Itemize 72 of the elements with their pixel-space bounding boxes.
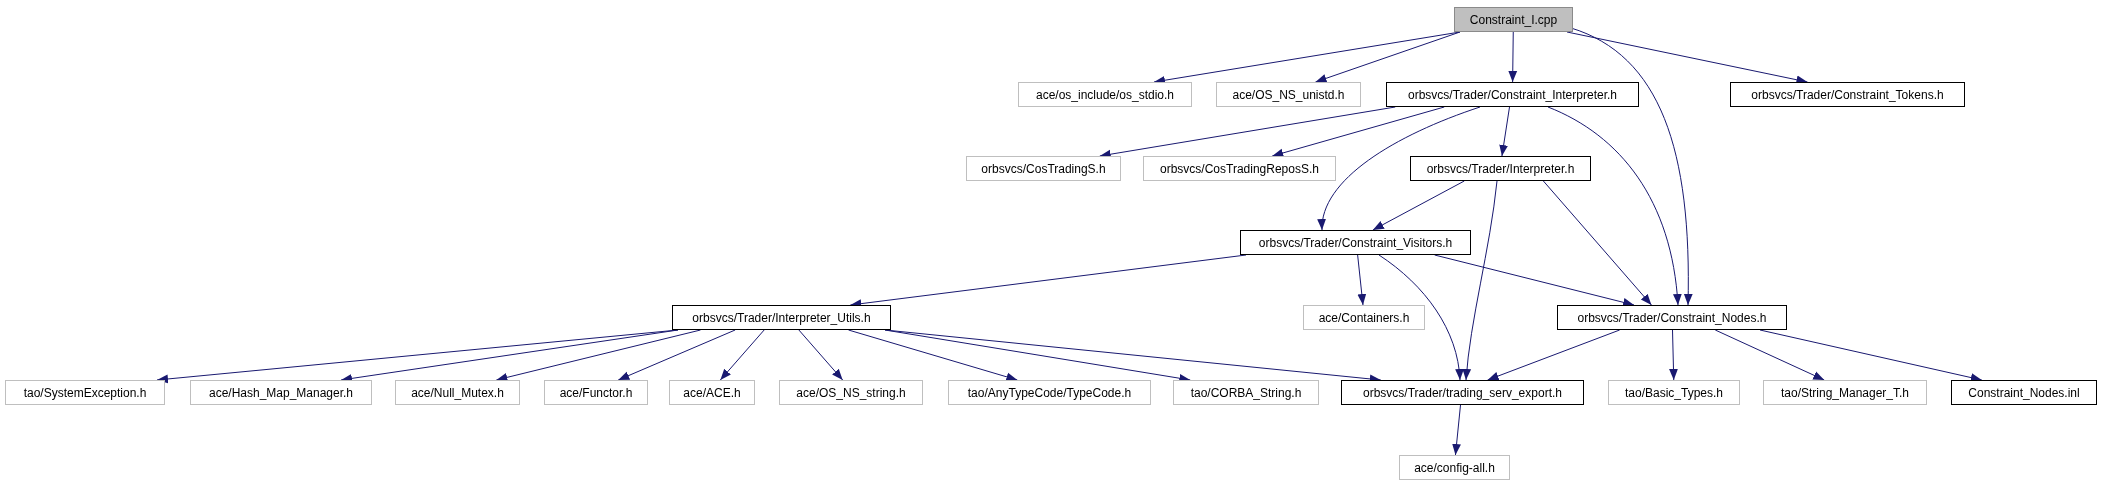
- file-name: orbsvcs/Trader/trading_serv_export.h: [1363, 385, 1562, 400]
- file-box: [1399, 455, 1510, 480]
- file-box: [1557, 305, 1787, 330]
- file-name: orbsvcs/CosTradingReposS.h: [1160, 161, 1319, 176]
- file-name: tao/AnyTypeCode/TypeCode.h: [967, 385, 1132, 400]
- arrow: [1357, 254, 1367, 306]
- arrow: [1759, 329, 1983, 382]
- arrow: [495, 329, 701, 382]
- file-name: Constraint_Nodes.inl: [1968, 385, 2080, 400]
- arrow: [1434, 254, 1635, 307]
- file-name: ace/Containers.h: [1318, 310, 1410, 325]
- arrow: [798, 329, 844, 381]
- file-box: [669, 380, 755, 405]
- file-name: tao/Basic_Types.h: [1624, 385, 1724, 400]
- file-name: orbsvcs/Trader/Constraint_Interpreter.h: [1408, 87, 1617, 102]
- file-name: tao/String_Manager_T.h: [1780, 385, 1910, 400]
- arrow: [1499, 106, 1510, 157]
- file-box: [544, 380, 648, 405]
- file-box: [1018, 82, 1192, 107]
- file-name: orbsvcs/Trader/Interpreter.h: [1426, 161, 1575, 176]
- arrow: [1318, 106, 1481, 231]
- file-box: [672, 305, 891, 330]
- file-name: ace/os_include/os_stdio.h: [1035, 87, 1175, 102]
- file-name: orbsvcs/Trader/Constraint_Visitors.h: [1258, 235, 1453, 250]
- file-name: ace/Functor.h: [559, 385, 633, 400]
- file-box: [1341, 380, 1584, 405]
- arrow: [1462, 180, 1498, 381]
- file-box: [1240, 230, 1471, 255]
- file-box: [190, 380, 372, 405]
- file-box: [1951, 380, 2097, 405]
- file-name: ace/Null_Mutex.h: [411, 385, 504, 400]
- file-box: [1143, 156, 1336, 181]
- file-box: [395, 380, 520, 405]
- file-name: orbsvcs/Trader/Interpreter_Utils.h: [692, 310, 871, 325]
- file-box: [1454, 7, 1573, 32]
- arrow: [719, 329, 765, 381]
- arrow: [1452, 404, 1461, 456]
- arrow: [1372, 180, 1465, 231]
- arrow: [1315, 31, 1461, 83]
- file-box: [1608, 380, 1740, 405]
- arrow: [848, 329, 1018, 382]
- file-name: tao/SystemException.h: [23, 385, 147, 400]
- file-name: ace/Hash_Map_Manager.h: [208, 385, 354, 400]
- file-name: Constraint_I.cpp: [1469, 12, 1558, 27]
- arrow: [1547, 106, 1682, 306]
- arrow: [1714, 329, 1825, 381]
- file-name: ace/config-all.h: [1414, 460, 1495, 475]
- arrow: [1378, 254, 1464, 381]
- file-box: [1730, 82, 1965, 107]
- file-name: orbsvcs/CosTradingS.h: [981, 161, 1106, 176]
- file-box: [948, 380, 1151, 405]
- arrow: [1542, 180, 1652, 306]
- file-box: [1303, 305, 1425, 330]
- arrow: [1508, 31, 1518, 83]
- file-box: [1173, 380, 1319, 405]
- file-name: tao/CORBA_String.h: [1190, 385, 1302, 400]
- arrow: [1487, 329, 1621, 381]
- file-box: [1410, 156, 1591, 181]
- arrow: [1669, 329, 1678, 381]
- file-box: [1763, 380, 1927, 405]
- file-name: ace/OS_NS_string.h: [796, 385, 906, 400]
- file-box: [5, 380, 165, 405]
- file-name: orbsvcs/Trader/Constraint_Nodes.h: [1577, 310, 1767, 325]
- file-box: [966, 156, 1121, 181]
- arrow: [1271, 106, 1445, 158]
- file-name: orbsvcs/Trader/Constraint_Tokens.h: [1751, 87, 1944, 102]
- file-name: ace/OS_NS_unistd.h: [1232, 87, 1345, 102]
- file-name: ace/ACE.h: [683, 385, 741, 400]
- arrow: [617, 329, 736, 381]
- file-box: [779, 380, 923, 405]
- file-box: [1216, 82, 1361, 107]
- file-box: [1386, 82, 1639, 107]
